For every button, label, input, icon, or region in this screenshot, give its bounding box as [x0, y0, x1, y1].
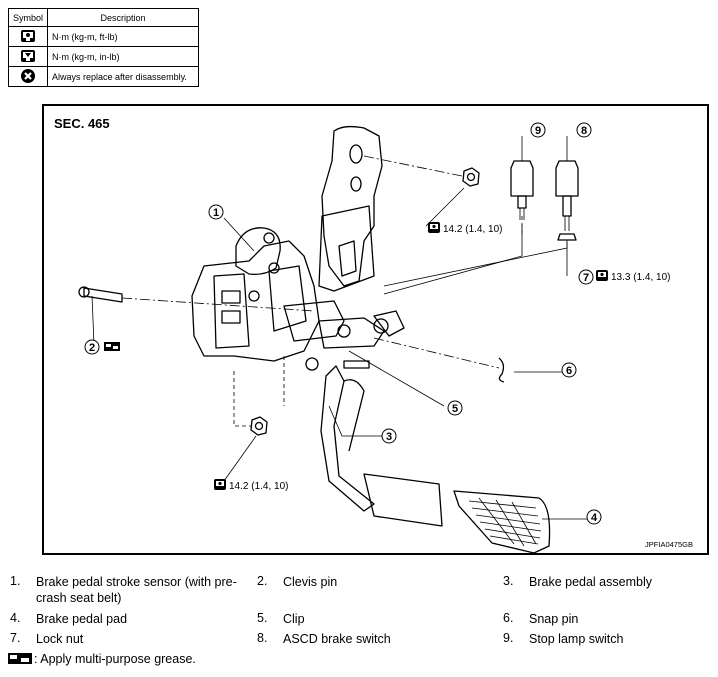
torque-wrench-inlb-icon	[7, 46, 49, 67]
pedal-arm	[320, 365, 375, 512]
callout-3: 3	[381, 428, 397, 444]
torque-value-lock: 13.3 (1.4, 10)	[611, 272, 670, 283]
callout-8-label: 8	[581, 125, 587, 137]
grease-icon	[8, 652, 32, 667]
grease-icon	[104, 342, 120, 351]
legend-item-number: 2.	[257, 574, 268, 588]
callout-5: 5	[447, 400, 463, 416]
callout-2-label: 2	[89, 342, 95, 354]
legend-item-label: Stop lamp switch	[529, 632, 624, 646]
legend-item-label: Brake pedal assembly	[529, 575, 652, 589]
pedal-pad-mount	[363, 473, 443, 527]
replace-x-icon	[7, 66, 49, 87]
torque-inlb-description: N·m (kg-m, in-lb)	[47, 46, 200, 67]
torque-icon-lock	[596, 270, 608, 281]
legend-item-number: 7.	[10, 631, 21, 645]
callout-4: 4	[586, 509, 602, 525]
side-plate	[318, 205, 375, 292]
torque-ftlb-description: N·m (kg-m, ft-lb)	[47, 26, 200, 47]
legend-item-label: Lock nut	[36, 632, 84, 646]
clip	[343, 360, 370, 369]
legend-item-label: Clevis pin	[283, 575, 338, 589]
exploded-view-figure: SEC. 465	[42, 104, 709, 555]
callout-9-label: 9	[535, 125, 541, 137]
replace-description: Always replace after disassembly.	[47, 66, 200, 87]
legend-item-number: 1.	[10, 574, 21, 588]
callout-7-label: 7	[583, 272, 589, 284]
stop-lamp-switch	[510, 160, 534, 220]
callout-2: 2	[84, 339, 100, 355]
callout-6-label: 6	[566, 365, 572, 377]
callout-6: 6	[561, 362, 577, 378]
torque-icon-upper	[428, 222, 440, 233]
legend-item-number: 5.	[257, 611, 268, 625]
ascd-brake-switch	[555, 160, 579, 231]
grease-note-text: : Apply multi-purpose grease.	[34, 652, 196, 666]
callout-8: 8	[576, 122, 592, 138]
figure-code: JPFIA0475GB	[645, 540, 693, 549]
legend-item-label: Snap pin	[529, 612, 579, 626]
legend-item-label: Clip	[283, 612, 305, 626]
symbol-header: Symbol	[7, 8, 49, 27]
torque-icon-lower	[214, 479, 226, 490]
callout-3-label: 3	[386, 431, 392, 443]
section-title: SEC. 465	[54, 116, 110, 131]
upper-nut	[462, 167, 480, 187]
callout-9: 9	[530, 122, 546, 138]
legend-item-label: ASCD brake switch	[283, 632, 391, 646]
legend-item-number: 3.	[503, 574, 514, 588]
legend-item-number: 8.	[257, 631, 268, 645]
callout-5-label: 5	[452, 403, 458, 415]
lock-nut	[557, 233, 577, 241]
torque-value-upper: 14.2 (1.4, 10)	[443, 224, 502, 235]
stroke-sensor	[235, 227, 281, 276]
callout-1-label: 1	[213, 207, 219, 219]
grease-note: : Apply multi-purpose grease.	[8, 652, 196, 667]
torque-wrench-icon	[7, 26, 49, 47]
lower-nut	[250, 416, 268, 436]
torque-value-lower: 14.2 (1.4, 10)	[229, 481, 288, 492]
snap-pin	[498, 357, 505, 383]
pedal-bracket	[321, 125, 383, 287]
pedal-housing	[191, 240, 320, 362]
legend-item-label: Brake pedal stroke sensor (with pre-cras…	[36, 575, 237, 605]
callout-7: 7	[578, 269, 594, 285]
legend-item-label: Brake pedal pad	[36, 612, 128, 626]
brake-pedal-illustration: 1 2 3 4 5 6 7 8 9 14.2 (1.4, 10)	[78, 122, 670, 553]
callout-4-label: 4	[591, 512, 598, 524]
legend-item-number: 9.	[503, 631, 514, 645]
legend-item-number: 4.	[10, 611, 21, 625]
symbol-table: Symbol Description N·m (kg-m, ft-lb) N·m…	[7, 8, 200, 87]
legend-item-number: 6.	[503, 611, 514, 625]
description-header: Description	[47, 8, 200, 27]
callout-1: 1	[208, 204, 224, 220]
pedal-pad	[453, 490, 551, 553]
clevis-pin	[83, 287, 123, 303]
